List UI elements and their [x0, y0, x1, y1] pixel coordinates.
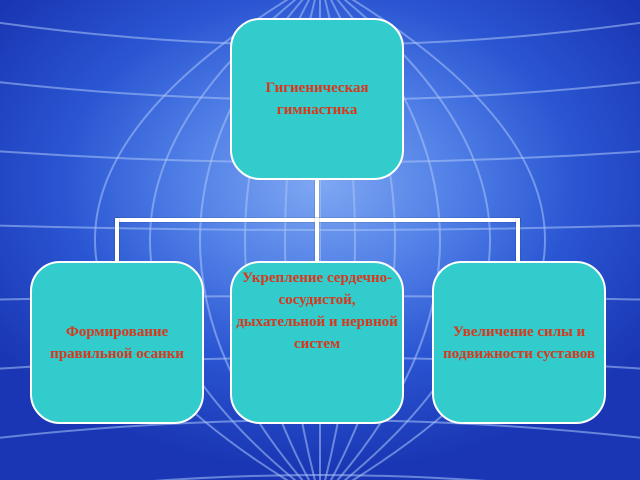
parallel-line — [153, 474, 487, 480]
child-node-label: Формирование правильной осанки — [50, 323, 184, 362]
connector-line — [315, 218, 319, 261]
child-node-posture: Формирование правильной осанки — [30, 261, 204, 424]
connector-line — [516, 218, 520, 261]
child-node-label: Укрепление сердечно-сосудистой, дыхатель… — [236, 270, 398, 352]
root-node-hygienic-gymnastics: Гигиеническая гимнастика — [230, 18, 404, 180]
root-node-label: Гигиеническая гимнастика — [265, 80, 369, 118]
meridian-line — [94, 0, 289, 480]
child-node-label: Увеличение силы и подвижности суставов — [443, 323, 595, 362]
meridian-line — [351, 0, 546, 480]
connector-line — [115, 218, 119, 261]
child-node-cardio-respiratory-nervous: Укрепление сердечно-сосудистой, дыхатель… — [230, 261, 404, 424]
connector-line — [315, 180, 319, 220]
parallel-line — [0, 224, 640, 231]
child-node-joint-strength-mobility: Увеличение силы и подвижности суставов — [432, 261, 606, 424]
